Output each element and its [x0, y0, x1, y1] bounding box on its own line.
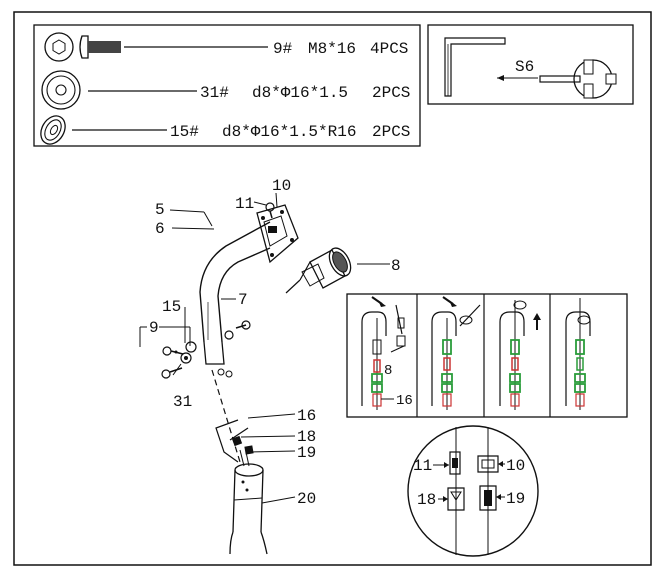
cable-wires: [215, 419, 254, 467]
row-9-spec: M8*16: [308, 40, 356, 58]
tool-box: S6: [427, 24, 634, 105]
bolt-11: [265, 202, 275, 219]
side-hardware: [161, 320, 251, 379]
label-11: 11: [235, 195, 254, 213]
row-9-qty: 4PCS: [370, 40, 408, 58]
cable-head-8: [285, 247, 352, 294]
detail-label-10: 10: [506, 457, 525, 475]
step-1: [361, 296, 406, 410]
detail-label-19: 19: [506, 490, 525, 508]
row-31-id: 31#: [200, 84, 229, 102]
label-7: 7: [238, 291, 248, 309]
detail-label-11: 11: [413, 457, 432, 475]
allen-key-icon: [444, 37, 506, 97]
leader-lines: [139, 192, 390, 504]
label-16: 16: [297, 407, 316, 425]
row-15-id: 15#: [170, 123, 199, 141]
step-panel: 8 16: [346, 293, 628, 418]
label-18: 18: [297, 428, 316, 446]
step-label-8: 8: [384, 363, 392, 379]
label-10: 10: [272, 177, 291, 195]
step-3: [499, 300, 541, 410]
label-8: 8: [391, 257, 401, 275]
step-label-16: 16: [396, 393, 413, 409]
tool-label: S6: [515, 58, 534, 76]
curved-washer-icon: [40, 115, 66, 145]
curved-tube: [199, 221, 271, 365]
flat-washer-icon: [41, 70, 81, 110]
detail-circle: 11 10 18 19: [407, 425, 539, 557]
label-31: 31: [173, 393, 192, 411]
detail-label-18: 18: [417, 491, 436, 509]
button-head-bolt-icon: [44, 32, 121, 62]
row-31-qty: 2PCS: [372, 84, 410, 102]
alignment-line: [211, 369, 241, 463]
row-15-qty: 2PCS: [372, 123, 410, 141]
step-2: [431, 296, 481, 410]
lower-tube-20: [229, 463, 268, 555]
label-19: 19: [297, 444, 316, 462]
row-15-spec: d8*Φ16*1.5*R16: [222, 123, 356, 141]
main-assembly: 5 6 7 8 9 10 11 15 16 18 19 20 31: [139, 177, 401, 555]
outer-frame: [13, 11, 652, 566]
mounting-plate: [256, 204, 299, 264]
step-4: [565, 298, 591, 410]
row-31-spec: d8*Φ16*1.5: [252, 84, 348, 102]
label-9: 9: [149, 319, 159, 337]
row-9-id: 9#: [273, 40, 293, 58]
wrench-icon: [539, 59, 617, 99]
label-5: 5: [155, 201, 165, 219]
label-20: 20: [297, 490, 316, 508]
parts-table: 9# M8*16 4PCS 31# d8*Φ16*1.5 2PCS 15# d8…: [33, 24, 421, 147]
label-6: 6: [155, 220, 165, 238]
label-15: 15: [162, 298, 181, 316]
